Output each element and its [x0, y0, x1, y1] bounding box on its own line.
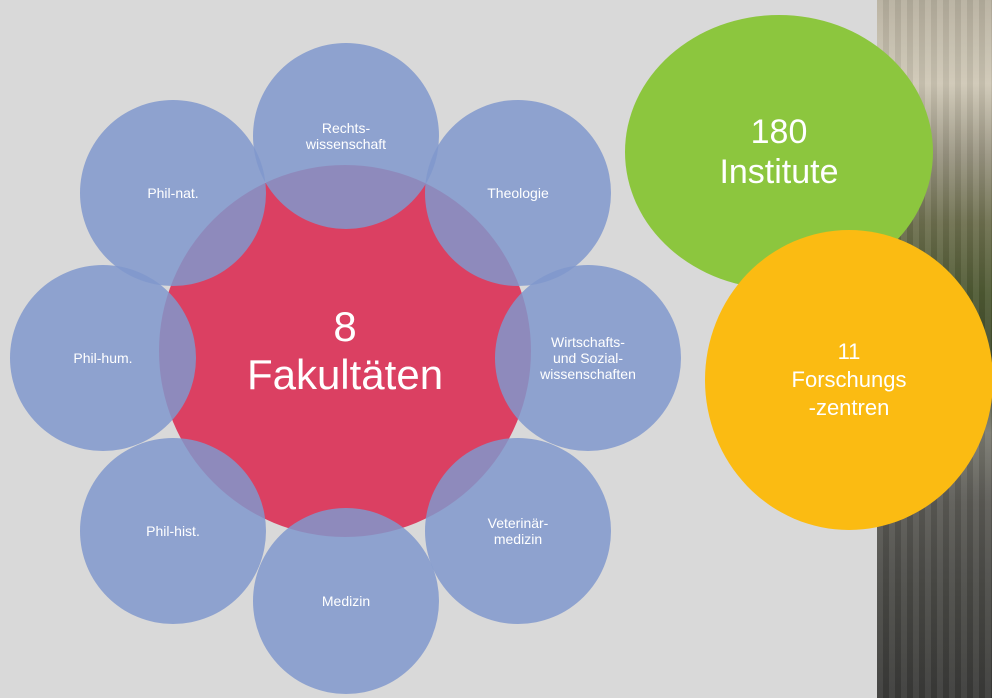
faculty-label: Rechts- wissenschaft: [305, 120, 387, 152]
faculty-circle-medicine: Medizin: [253, 508, 439, 694]
faculty-circle-phil-hum: Phil-hum.: [10, 265, 196, 451]
faculty-label: Phil-nat.: [147, 185, 199, 201]
faculty-label: Medizin: [321, 593, 371, 609]
faculty-circle-economics: Wirtschafts- und Sozial- wissenschaften: [495, 265, 681, 451]
faculty-circle-phil-nat: Phil-nat.: [80, 100, 266, 286]
faculty-circle-phil-hist: Phil-hist.: [80, 438, 266, 624]
faculty-label: Veterinär- medizin: [487, 515, 549, 547]
institutes-label: 180 Institute: [719, 113, 839, 191]
faculty-label: Theologie: [487, 185, 549, 201]
faculty-circle-theology: Theologie: [425, 100, 611, 286]
research-centers-label: 11 Forschungs -zentren: [791, 339, 907, 420]
faculty-label: Phil-hist.: [146, 523, 200, 539]
faculty-circle-law: Rechts- wissenschaft: [253, 43, 439, 229]
faculty-label: Phil-hum.: [73, 350, 133, 366]
center-faculties-label: 8 Fakultäten: [246, 303, 444, 398]
faculty-circle-veterinary: Veterinär- medizin: [425, 438, 611, 624]
faculty-label: Wirtschafts- und Sozial- wissenschaften: [540, 334, 636, 382]
research-centers-circle: 11 Forschungs -zentren: [705, 230, 992, 530]
